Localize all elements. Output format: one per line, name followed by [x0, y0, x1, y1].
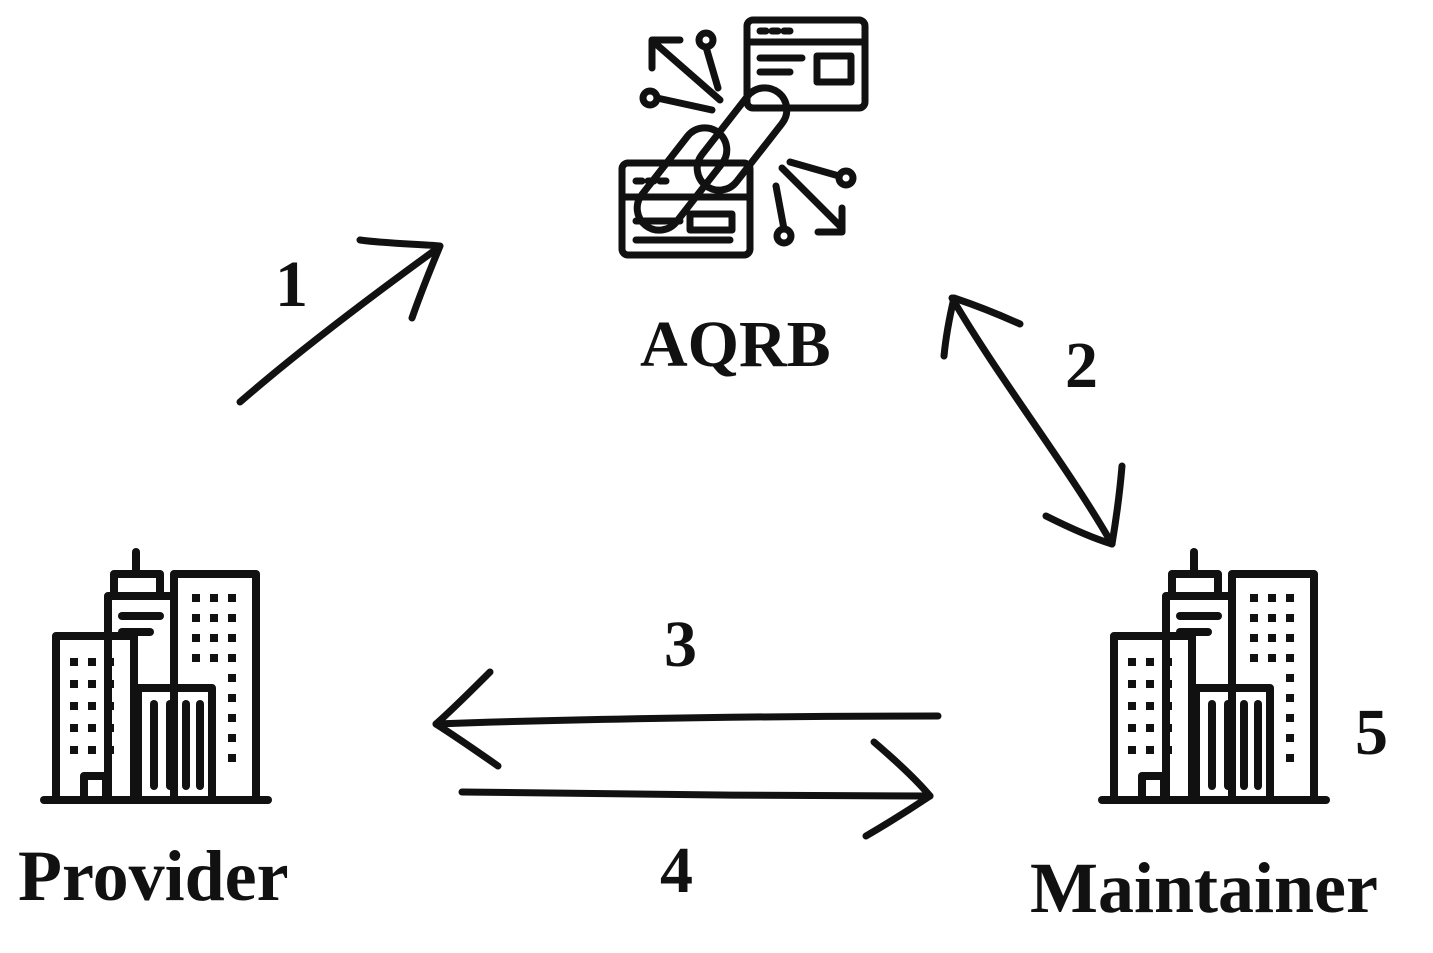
provider-label: Provider — [18, 836, 289, 916]
edge-3-label: 3 — [664, 608, 697, 681]
edge-3-arrow — [432, 668, 942, 770]
office-buildings-icon — [40, 548, 272, 804]
edge-1-arrow — [236, 236, 444, 406]
maintainer-label: Maintainer — [1030, 848, 1378, 928]
edge-2-label: 2 — [1065, 329, 1098, 402]
office-buildings-icon — [1098, 548, 1330, 804]
edge-4-label: 4 — [660, 834, 693, 907]
maintainer-badge: 5 — [1355, 696, 1388, 769]
edge-4-arrow — [458, 738, 934, 840]
maintainer-windows — [1128, 594, 1294, 762]
provider-windows — [70, 594, 236, 762]
blockchain-link-icon — [618, 16, 869, 259]
edge-1-label: 1 — [275, 248, 308, 321]
edge-2-arrow — [940, 294, 1126, 548]
aqrb-label: AQRB — [640, 308, 831, 381]
